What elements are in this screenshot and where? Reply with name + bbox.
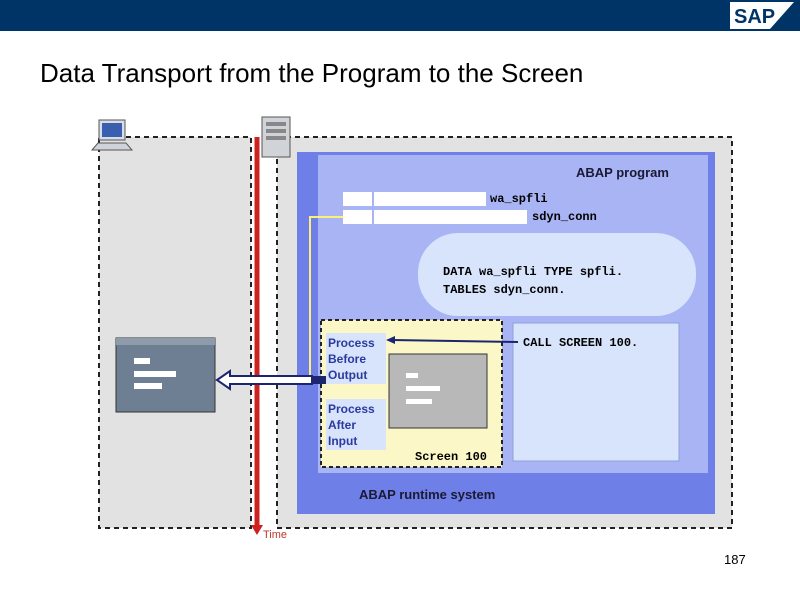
runtime-system-label: ABAP runtime system bbox=[359, 487, 496, 502]
abap-program-label: ABAP program bbox=[576, 165, 669, 180]
computer-icon bbox=[90, 119, 134, 151]
declaration-line-1: DATA wa_spfli TYPE spfli. bbox=[443, 265, 624, 279]
pbo-line-1: Process bbox=[328, 336, 375, 350]
pai-label: Process After Input bbox=[328, 401, 375, 449]
call-screen-box bbox=[512, 322, 680, 462]
slide-title: Data Transport from the Program to the S… bbox=[40, 58, 584, 88]
pai-line-2: After bbox=[328, 418, 357, 432]
pbo-line-2: Before bbox=[328, 352, 367, 366]
pai-line-3: Input bbox=[328, 434, 358, 448]
pbo-label: Process Before Output bbox=[328, 335, 375, 383]
pbo-box bbox=[326, 333, 386, 384]
screen-100-label: Screen 100 bbox=[415, 450, 488, 464]
field-connector-line bbox=[309, 216, 343, 377]
screen-preview-server bbox=[388, 353, 488, 429]
declaration-bubble bbox=[418, 233, 696, 316]
page-number: 187 bbox=[724, 552, 746, 567]
header-bar: SAP bbox=[0, 0, 800, 31]
pai-line-1: Process bbox=[328, 402, 375, 416]
sap-logo: SAP bbox=[730, 2, 794, 29]
call-screen-label: CALL SCREEN 100. bbox=[523, 336, 639, 350]
pbo-line-3: Output bbox=[328, 368, 368, 382]
presentation-server-area bbox=[98, 136, 252, 529]
sdyn-conn-label: sdyn_conn bbox=[532, 210, 597, 224]
sdyn-conn-bar bbox=[343, 210, 527, 224]
sap-logo-text: SAP bbox=[734, 6, 775, 28]
pai-box bbox=[326, 399, 386, 450]
server-icon bbox=[261, 116, 291, 158]
call-screen-arrow bbox=[391, 339, 519, 343]
declaration-line-2: TABLES sdyn_conn. bbox=[443, 283, 566, 297]
wa-spfli-label: wa_spfli bbox=[490, 192, 548, 206]
time-label: Time bbox=[263, 529, 288, 541]
wa-spfli-bar bbox=[343, 192, 486, 206]
